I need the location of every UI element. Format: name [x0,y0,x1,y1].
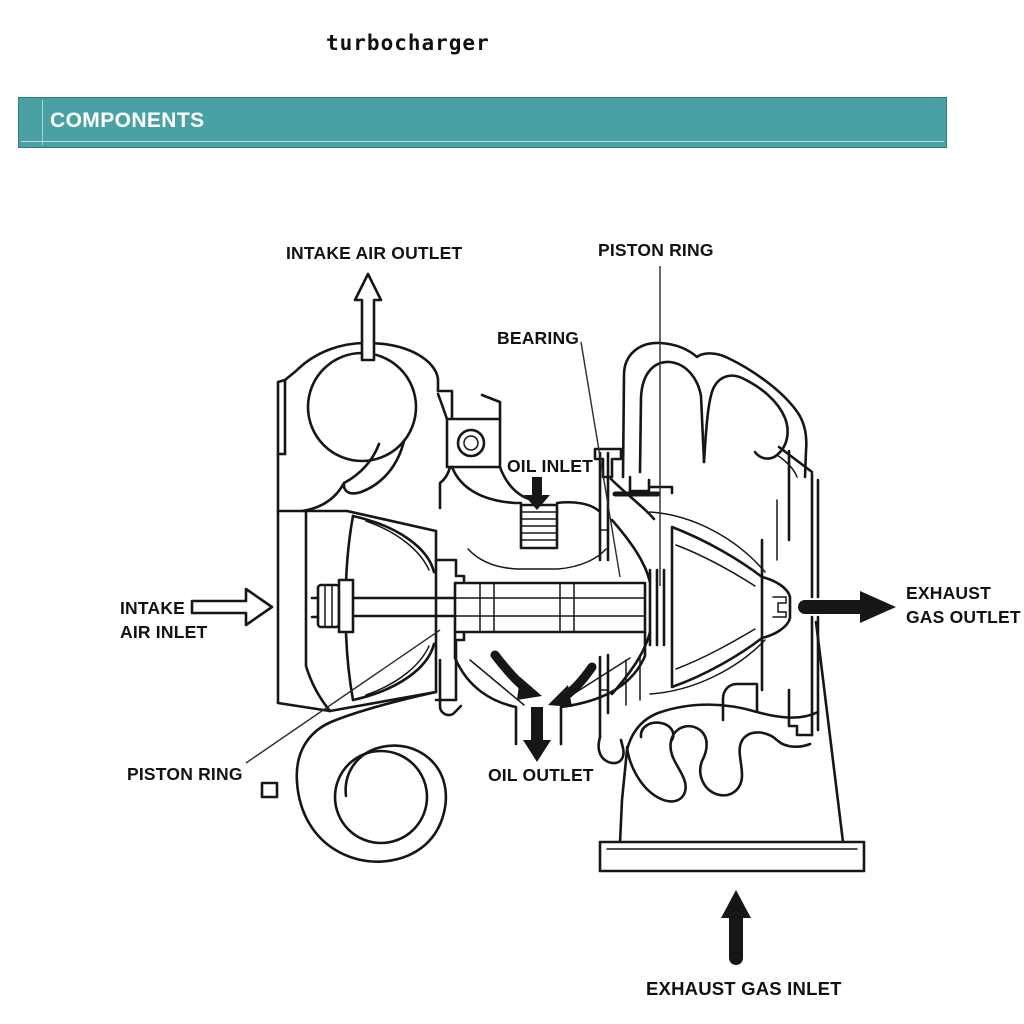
intake-air-outlet-label: INTAKE AIR OUTLET [286,243,463,263]
compressor-housing [260,341,454,863]
oil-outlet-arrow [523,707,551,762]
header-bar-underline [21,141,944,142]
compressor-wheel [344,514,466,702]
oil-inlet-arrow [524,477,550,510]
header-bar-divider [42,100,43,145]
flow-arrows [190,272,896,965]
leader-lines [245,266,661,764]
turbine-wheel [670,499,792,692]
callout-labels: INTAKE AIR OUTLET PISTON RING BEARING OI… [120,240,1021,999]
intake-air-inlet-arrow [190,587,274,627]
section-header-bar: COMPONENTS [18,97,947,148]
oil-outlet-label: OIL OUTLET [488,765,594,785]
piston-ring-top-label: PISTON RING [598,240,714,260]
section-header-label: COMPONENTS [50,109,205,132]
intake-air-inlet-label-line1: INTAKE [120,598,185,618]
rotor-shaft [310,578,457,634]
exhaust-gas-inlet-arrow [721,890,751,965]
bearing-housing [436,392,666,765]
exhaust-gas-inlet-label: EXHAUST GAS INLET [646,978,842,999]
bearing-label: BEARING [497,328,579,348]
bearing-leader [580,341,621,578]
intake-air-outlet-arrow [353,272,383,362]
oil-drain-curved-arrow-left [490,650,542,700]
piston-ring-bottom-label: PISTON RING [127,764,243,784]
exhaust-gas-outlet-arrow [798,591,896,623]
exhaust-gas-outlet-label-line2: GAS OUTLET [906,607,1021,627]
intake-air-inlet-label-line2: AIR INLET [120,622,207,642]
oil-drain-curved-arrow-right [548,662,597,707]
piston-ring-bottom-leader [245,629,441,764]
exhaust-gas-outlet-label-line1: EXHAUST [906,583,991,603]
exhaust-duct-and-pedestal [598,445,866,873]
oil-inlet-passage [519,503,559,550]
page-title: turbocharger [326,31,490,55]
oil-inlet-label: OIL INLET [507,456,593,476]
